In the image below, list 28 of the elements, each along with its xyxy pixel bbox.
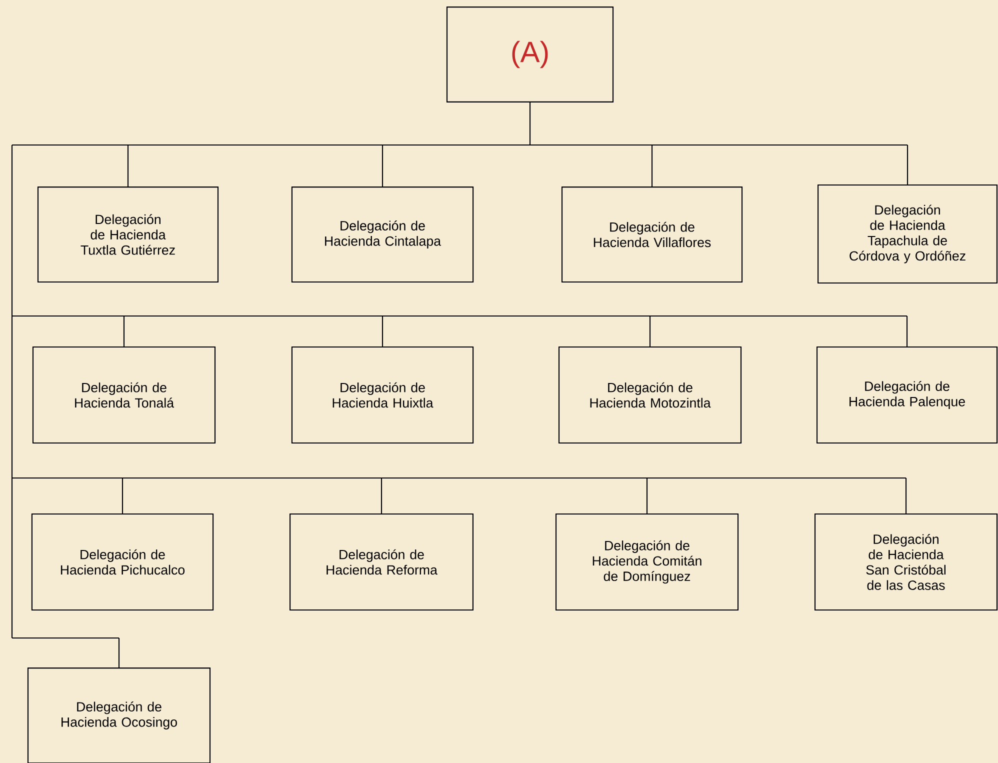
office-box: Delegación de Hacienda Motozintla — [558, 346, 742, 444]
office-box: Delegación de Hacienda Pichucalco — [31, 513, 214, 611]
office-box: Delegación de Hacienda Cintalapa — [291, 186, 474, 282]
connector-line — [118, 638, 120, 668]
office-box: Delegación de Hacienda Tonalá — [32, 346, 216, 444]
connector-line — [380, 478, 382, 514]
connector-line — [382, 316, 384, 346]
office-box: Delegación de Hacienda Palenque — [816, 346, 998, 444]
office-box: Delegación de Hacienda Villaflores — [561, 186, 743, 282]
connector-line — [646, 478, 648, 514]
connector-line — [906, 145, 908, 184]
office-box: Delegación de Hacienda Comitán de Domínguez — [555, 513, 739, 611]
connector-trunk — [11, 102, 908, 639]
connector-line — [906, 316, 908, 346]
office-box: Delegación de Hacienda Tapachula de Córdova y Ordóñez — [818, 184, 998, 284]
office-box: Delegación de Hacienda San Cristóbal de las Casas — [814, 513, 998, 611]
connector-line — [122, 478, 124, 514]
connector-line — [651, 145, 653, 186]
office-box: Delegación de Hacienda Huixtla — [291, 346, 474, 444]
office-box: Delegación de Hacienda Ocosingo — [27, 668, 211, 763]
root-box: (A) — [446, 6, 614, 102]
office-box: Delegación de Hacienda Reforma — [290, 513, 474, 611]
connector-line — [127, 145, 129, 186]
office-box: Delegación de Hacienda Tuxtla Gutiérrez — [37, 186, 219, 282]
connector-line — [123, 316, 125, 346]
connector-line — [649, 316, 651, 346]
connector-line — [382, 145, 384, 186]
connector-line — [905, 478, 907, 514]
